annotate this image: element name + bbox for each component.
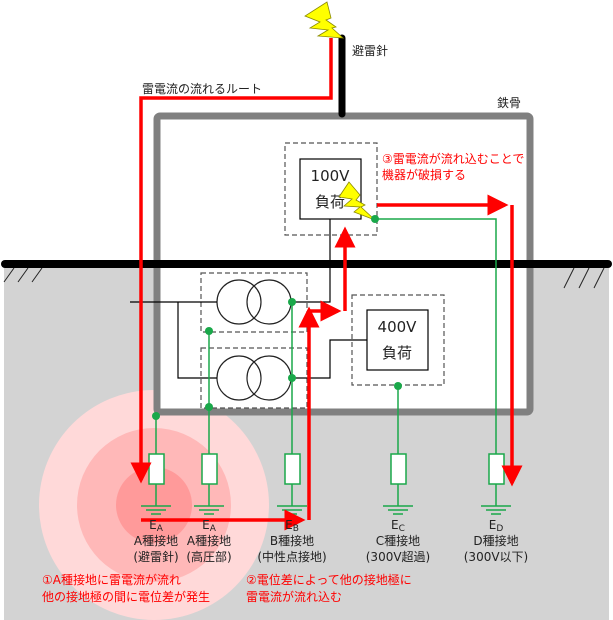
electrode-symbol: EA [202,518,217,534]
load-400v-voltage: 400V [378,318,418,336]
annotation-step3-line1: ③雷電流が流れ込むことで [382,151,524,166]
electrode-type: A種接地 [134,533,178,548]
ground-electrode-b [277,453,307,515]
ground-electrode-c [383,453,413,515]
electrode-symbol: EA [149,518,164,534]
annotation-step2-line1: ②電位差によって他の接地極に [246,572,412,587]
ground-symbol-icon [481,505,511,515]
steel-frame-label: 鉄骨 [497,95,521,110]
potential-rise-zone [39,390,269,620]
load-100v-enclosure [284,142,378,236]
electrode-symbol: ED [489,518,504,534]
load-400v-name: 負荷 [382,344,412,362]
annotation-step1-line2: 他の接地極の間に電位差が発生 [42,589,210,604]
route-label: 雷電流の流れるルート [142,82,262,96]
ground-electrode-a [141,453,171,515]
lightning-bolt-icon [304,1,345,39]
ground-hatch-left [3,267,43,283]
electrode-note: (高圧部) [186,549,231,564]
resistor-icon [488,453,505,485]
ground-electrode-a-hv [194,453,224,515]
damage-bolt-icon [338,181,376,221]
resistor-icon [284,453,301,485]
ground-symbol-icon [141,505,171,515]
resistor-icon [390,453,407,485]
ground-hatch-right [563,267,605,289]
electrode-note: (300V超過) [366,549,430,564]
lightning-current-route [130,38,523,531]
electrode-note: (中性点接地) [257,549,326,564]
electrode-type: B種接地 [270,533,314,548]
annotation-step1-line1: ①A種接地に雷電流が流れ [42,572,181,587]
electrode-type: A種接地 [187,533,231,548]
electrode-type: C種接地 [376,533,420,548]
load-100v-voltage: 100V [311,167,351,185]
electrode-note: (300V以下) [464,550,528,564]
annotation-step2-line2: 雷電流が流れ込む [246,589,342,604]
electrode-symbol: EC [391,518,405,534]
load-100v-name: 負荷 [315,193,345,211]
lightning-rod-label: 避雷針 [352,43,388,58]
resistor-icon [148,453,165,485]
ground-symbol-icon [194,505,224,515]
electrode-type: D種接地 [473,533,518,548]
ground-symbol-icon [383,505,413,515]
ground-junctions [152,215,402,420]
electrode-symbol: EB [285,518,299,534]
electrode-note: (避雷針) [133,549,178,564]
annotation-step3-line2: 機器が破損する [382,167,466,182]
resistor-icon [201,453,218,485]
load-400v-box [366,309,429,371]
